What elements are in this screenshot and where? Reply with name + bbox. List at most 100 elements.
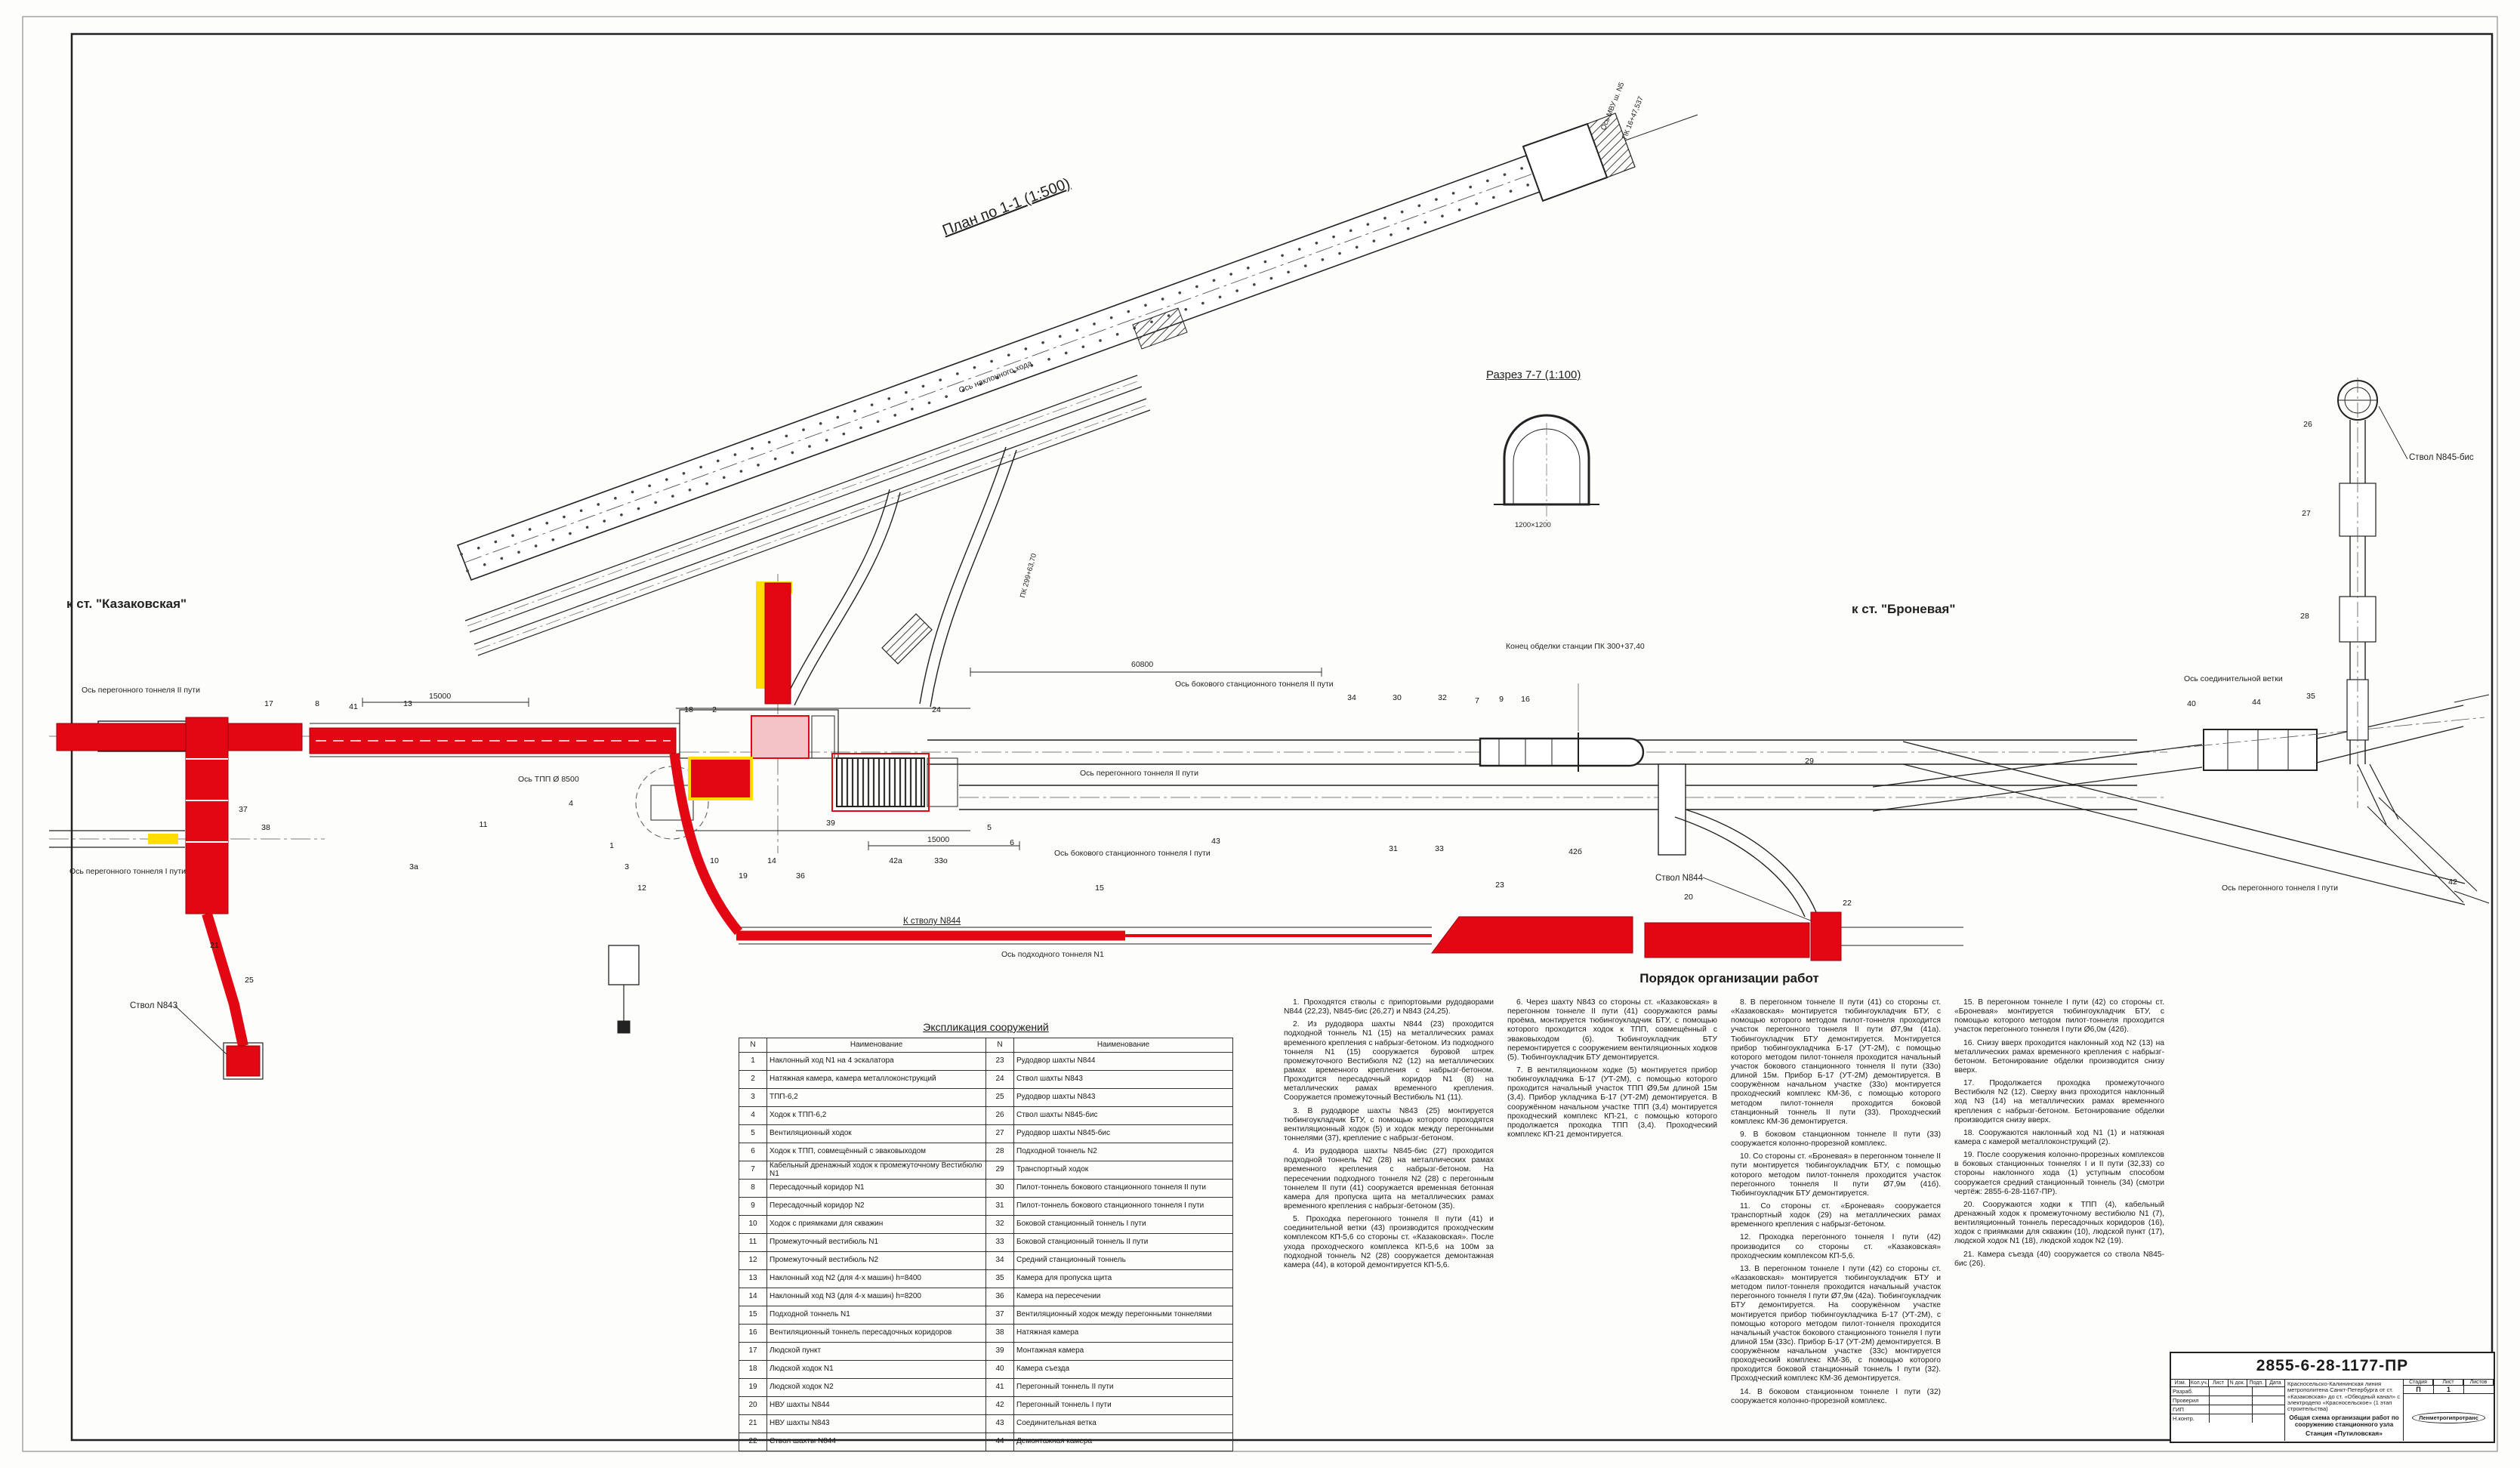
exp-cell-number: 15 bbox=[739, 1306, 767, 1325]
exp-cell-name: Людской ходок N2 bbox=[766, 1378, 986, 1397]
exp-cell-number: 37 bbox=[985, 1306, 1014, 1325]
organization-logo: Ленметрогипротранс bbox=[2412, 1411, 2485, 1423]
exp-cell-number: 2 bbox=[739, 1070, 767, 1089]
exp-cell-name: Боковой станционный тоннель II пути bbox=[1013, 1233, 1233, 1252]
work-order: Порядок организации работ 1. Проходятся … bbox=[1284, 971, 2175, 1410]
exp-cell-name: Вентиляционный тоннель пересадочных кори… bbox=[766, 1324, 986, 1343]
exp-cell-number: 3 bbox=[739, 1088, 767, 1107]
exp-cell-number: 8 bbox=[739, 1179, 767, 1198]
exp-cell-name: Ходок с приямками для скважин bbox=[766, 1215, 986, 1234]
explication-col-n-right: N bbox=[985, 1038, 1014, 1053]
signature-row: Разраб. bbox=[2171, 1387, 2284, 1396]
exp-cell-name: Натяжная камера, камера металлоконструкц… bbox=[766, 1070, 986, 1089]
work-order-paragraph: 5. Проходка перегонного тоннеля II пути … bbox=[1284, 1215, 1494, 1269]
signature-blank-cell bbox=[2253, 1396, 2284, 1405]
exp-cell-name: Ствол шахты N843 bbox=[1013, 1070, 1233, 1089]
exp-cell-name: Камера съезда bbox=[1013, 1360, 1233, 1379]
exp-cell-number: 12 bbox=[739, 1251, 767, 1270]
work-order-paragraph: 6. Через шахту N843 со стороны ст. «Каза… bbox=[1507, 998, 1717, 1062]
exp-cell-number: 6 bbox=[739, 1143, 767, 1161]
exp-cell-name: Наклонный ход N2 (для 4-х машин) h=8400 bbox=[766, 1269, 986, 1288]
work-order-columns: 1. Проходятся стволы с припортовыми рудо… bbox=[1284, 998, 2175, 1410]
exp-cell-name: Перегонный тоннель II пути bbox=[1013, 1378, 1233, 1397]
exp-cell-number: 39 bbox=[985, 1342, 1014, 1361]
work-order-column-4: 15. В перегонном тоннеле I пути (42) со … bbox=[1954, 998, 2164, 1323]
exp-cell-name: Наклонный ход N1 на 4 эскалатора bbox=[766, 1052, 986, 1071]
work-order-column-1: 1. Проходятся стволы с припортовыми рудо… bbox=[1284, 998, 1494, 1410]
change-col-label: Изм. bbox=[2171, 1380, 2191, 1386]
exp-cell-name: Рудодвор шахты N843 bbox=[1013, 1088, 1233, 1107]
exp-cell-number: 44 bbox=[985, 1433, 1014, 1451]
work-order-paragraph: 11. Со стороны ст. «Броневая» сооружаетс… bbox=[1731, 1201, 1941, 1229]
exp-cell-number: 10 bbox=[739, 1215, 767, 1234]
exp-cell-number: 11 bbox=[739, 1233, 767, 1252]
exp-cell-name: НВУ шахты N843 bbox=[766, 1414, 986, 1433]
signature-blank-cell bbox=[2253, 1387, 2284, 1396]
work-order-paragraph: 20. Сооружаются ходки к ТПП (4), кабельн… bbox=[1954, 1200, 2164, 1246]
work-order-paragraph: 10. Со стороны ст. «Броневая» в перегонн… bbox=[1731, 1152, 1941, 1198]
exp-cell-number: 24 bbox=[985, 1070, 1014, 1089]
explication-col-name-left: Наименование bbox=[766, 1038, 986, 1053]
change-col-label: Кол.уч. bbox=[2190, 1380, 2210, 1386]
exp-cell-name: Пилот-тоннель бокового станционного тонн… bbox=[1013, 1179, 1233, 1198]
exp-cell-number: 31 bbox=[985, 1197, 1014, 1216]
exp-cell-name: Рудодвор шахты N845-бис bbox=[1013, 1124, 1233, 1143]
exp-cell-name: Вентиляционный ходок между перегонными т… bbox=[1013, 1306, 1233, 1325]
exp-cell-number: 36 bbox=[985, 1288, 1014, 1306]
document-number: 2855-6-28-1177-ПР bbox=[2171, 1353, 2494, 1380]
exp-cell-number: 5 bbox=[739, 1124, 767, 1143]
exp-cell-number: 20 bbox=[739, 1396, 767, 1415]
exp-cell-name: Пилот-тоннель бокового станционного тонн… bbox=[1013, 1197, 1233, 1216]
sheets-label: Листов bbox=[2464, 1380, 2494, 1386]
organization-cell: Ленметрогипротранс bbox=[2404, 1394, 2494, 1441]
exp-cell-number: 19 bbox=[739, 1378, 767, 1397]
exp-cell-name: Кабельный дренажный ходок к промежуточно… bbox=[766, 1161, 986, 1180]
exp-cell-number: 22 bbox=[739, 1433, 767, 1451]
work-order-paragraph: 19. После сооружения колонно-прорезных к… bbox=[1954, 1151, 2164, 1196]
plan-1-1 bbox=[456, 113, 1698, 708]
main-scheme-lines bbox=[49, 378, 2490, 1080]
explication-col-name-right: Наименование bbox=[1013, 1038, 1233, 1053]
exp-cell-name: Транспортный ходок bbox=[1013, 1161, 1233, 1180]
work-order-paragraph: 14. В боковом станционном тоннеле I пути… bbox=[1731, 1387, 1941, 1405]
exp-cell-number: 40 bbox=[985, 1360, 1014, 1379]
exp-cell-name: Промежуточный вестибюль N1 bbox=[766, 1233, 986, 1252]
exp-cell-name: Монтажная камера bbox=[1013, 1342, 1233, 1361]
exp-cell-name: Ходок к ТПП-6,2 bbox=[766, 1106, 986, 1125]
exp-cell-number: 18 bbox=[739, 1360, 767, 1379]
signature-row: Н.контр. bbox=[2171, 1414, 2284, 1423]
signature-role-label: ГИП bbox=[2171, 1405, 2210, 1414]
exp-cell-number: 14 bbox=[739, 1288, 767, 1306]
exp-cell-name: Боковой станционный тоннель I пути bbox=[1013, 1215, 1233, 1234]
exp-cell-name: Людской пункт bbox=[766, 1342, 986, 1361]
signature-blank-cell bbox=[2210, 1414, 2253, 1423]
sheet-name: Общая схема организации работ по сооруже… bbox=[2289, 1414, 2399, 1428]
exp-cell-number: 13 bbox=[739, 1269, 767, 1288]
work-order-paragraph: 3. В рудодворе шахты N843 (25) монтирует… bbox=[1284, 1106, 1494, 1143]
stage-label: Стадия bbox=[2404, 1380, 2433, 1386]
work-order-paragraph: 15. В перегонном тоннеле I пути (42) со … bbox=[1954, 998, 2164, 1035]
exp-cell-name: Демонтажная камера bbox=[1013, 1433, 1233, 1451]
exp-cell-number: 27 bbox=[985, 1124, 1014, 1143]
work-order-paragraph: 1. Проходятся стволы с припортовыми рудо… bbox=[1284, 998, 1494, 1016]
exp-cell-name: ТПП-6,2 bbox=[766, 1088, 986, 1107]
explication-title: Экспликация сооружений bbox=[923, 1021, 1049, 1033]
exp-cell-number: 32 bbox=[985, 1215, 1014, 1234]
change-col-label: Подп. bbox=[2247, 1380, 2266, 1386]
exp-cell-number: 17 bbox=[739, 1342, 767, 1361]
sheet-value: 1 bbox=[2446, 1386, 2451, 1393]
signature-role-label: Разраб. bbox=[2171, 1387, 2210, 1396]
exp-cell-number: 23 bbox=[985, 1052, 1014, 1071]
